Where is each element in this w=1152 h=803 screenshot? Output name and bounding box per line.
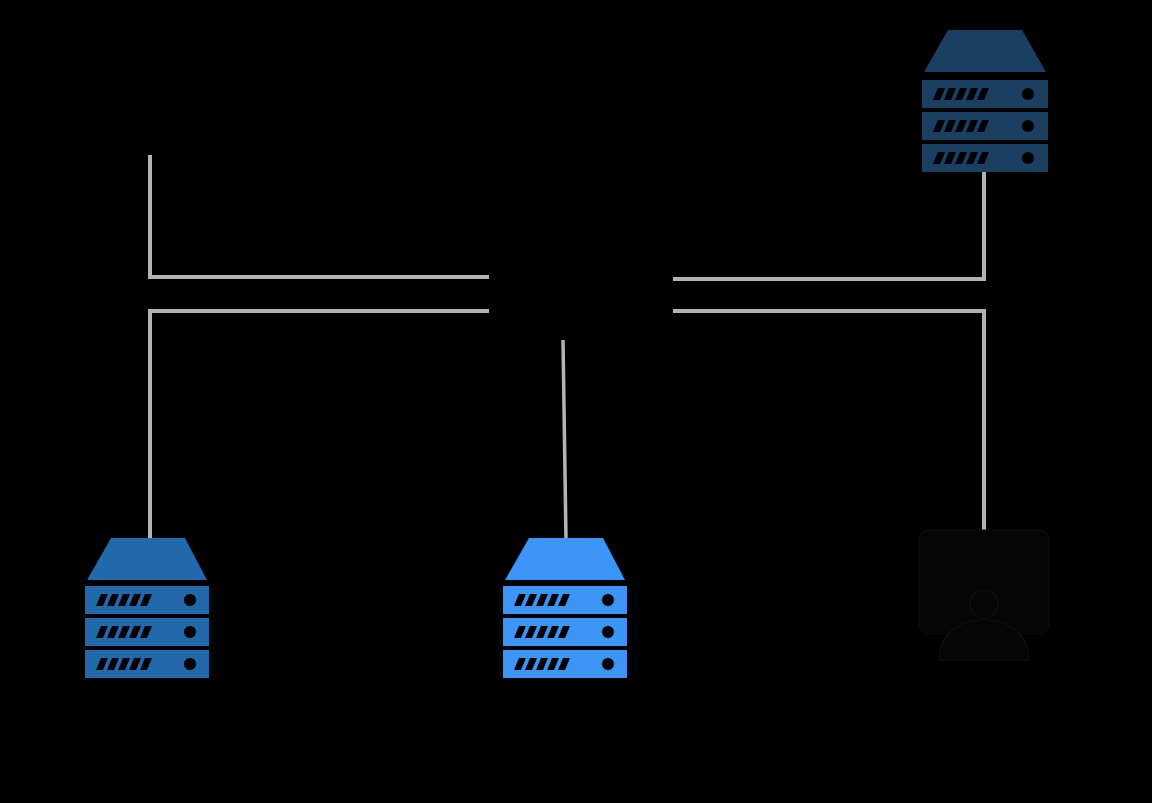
server-vents bbox=[514, 594, 614, 670]
link-hub-to-bottom-right-user bbox=[673, 309, 986, 541]
server-bottom-left[interactable] bbox=[85, 538, 209, 678]
diagram-links-layer bbox=[148, 155, 986, 541]
link-hub-to-upper-left-branch bbox=[148, 155, 491, 279]
server-bottom-center[interactable] bbox=[503, 538, 627, 678]
link-hub-to-bottom-center bbox=[561, 339, 568, 541]
server-top-cap bbox=[87, 538, 207, 580]
link-hub-to-top-right bbox=[673, 157, 986, 281]
user-icon-head bbox=[969, 589, 999, 619]
user-icon-base bbox=[965, 634, 1003, 644]
server-top-right[interactable] bbox=[922, 30, 1048, 172]
central-hub-node[interactable] bbox=[489, 271, 673, 315]
server-top-cap bbox=[505, 538, 625, 580]
link-hub-to-bottom-left bbox=[148, 309, 489, 540]
user-icon[interactable] bbox=[918, 529, 1050, 661]
server-vents bbox=[96, 594, 196, 670]
server-vents bbox=[933, 88, 1034, 164]
server-top-cap bbox=[924, 30, 1046, 72]
